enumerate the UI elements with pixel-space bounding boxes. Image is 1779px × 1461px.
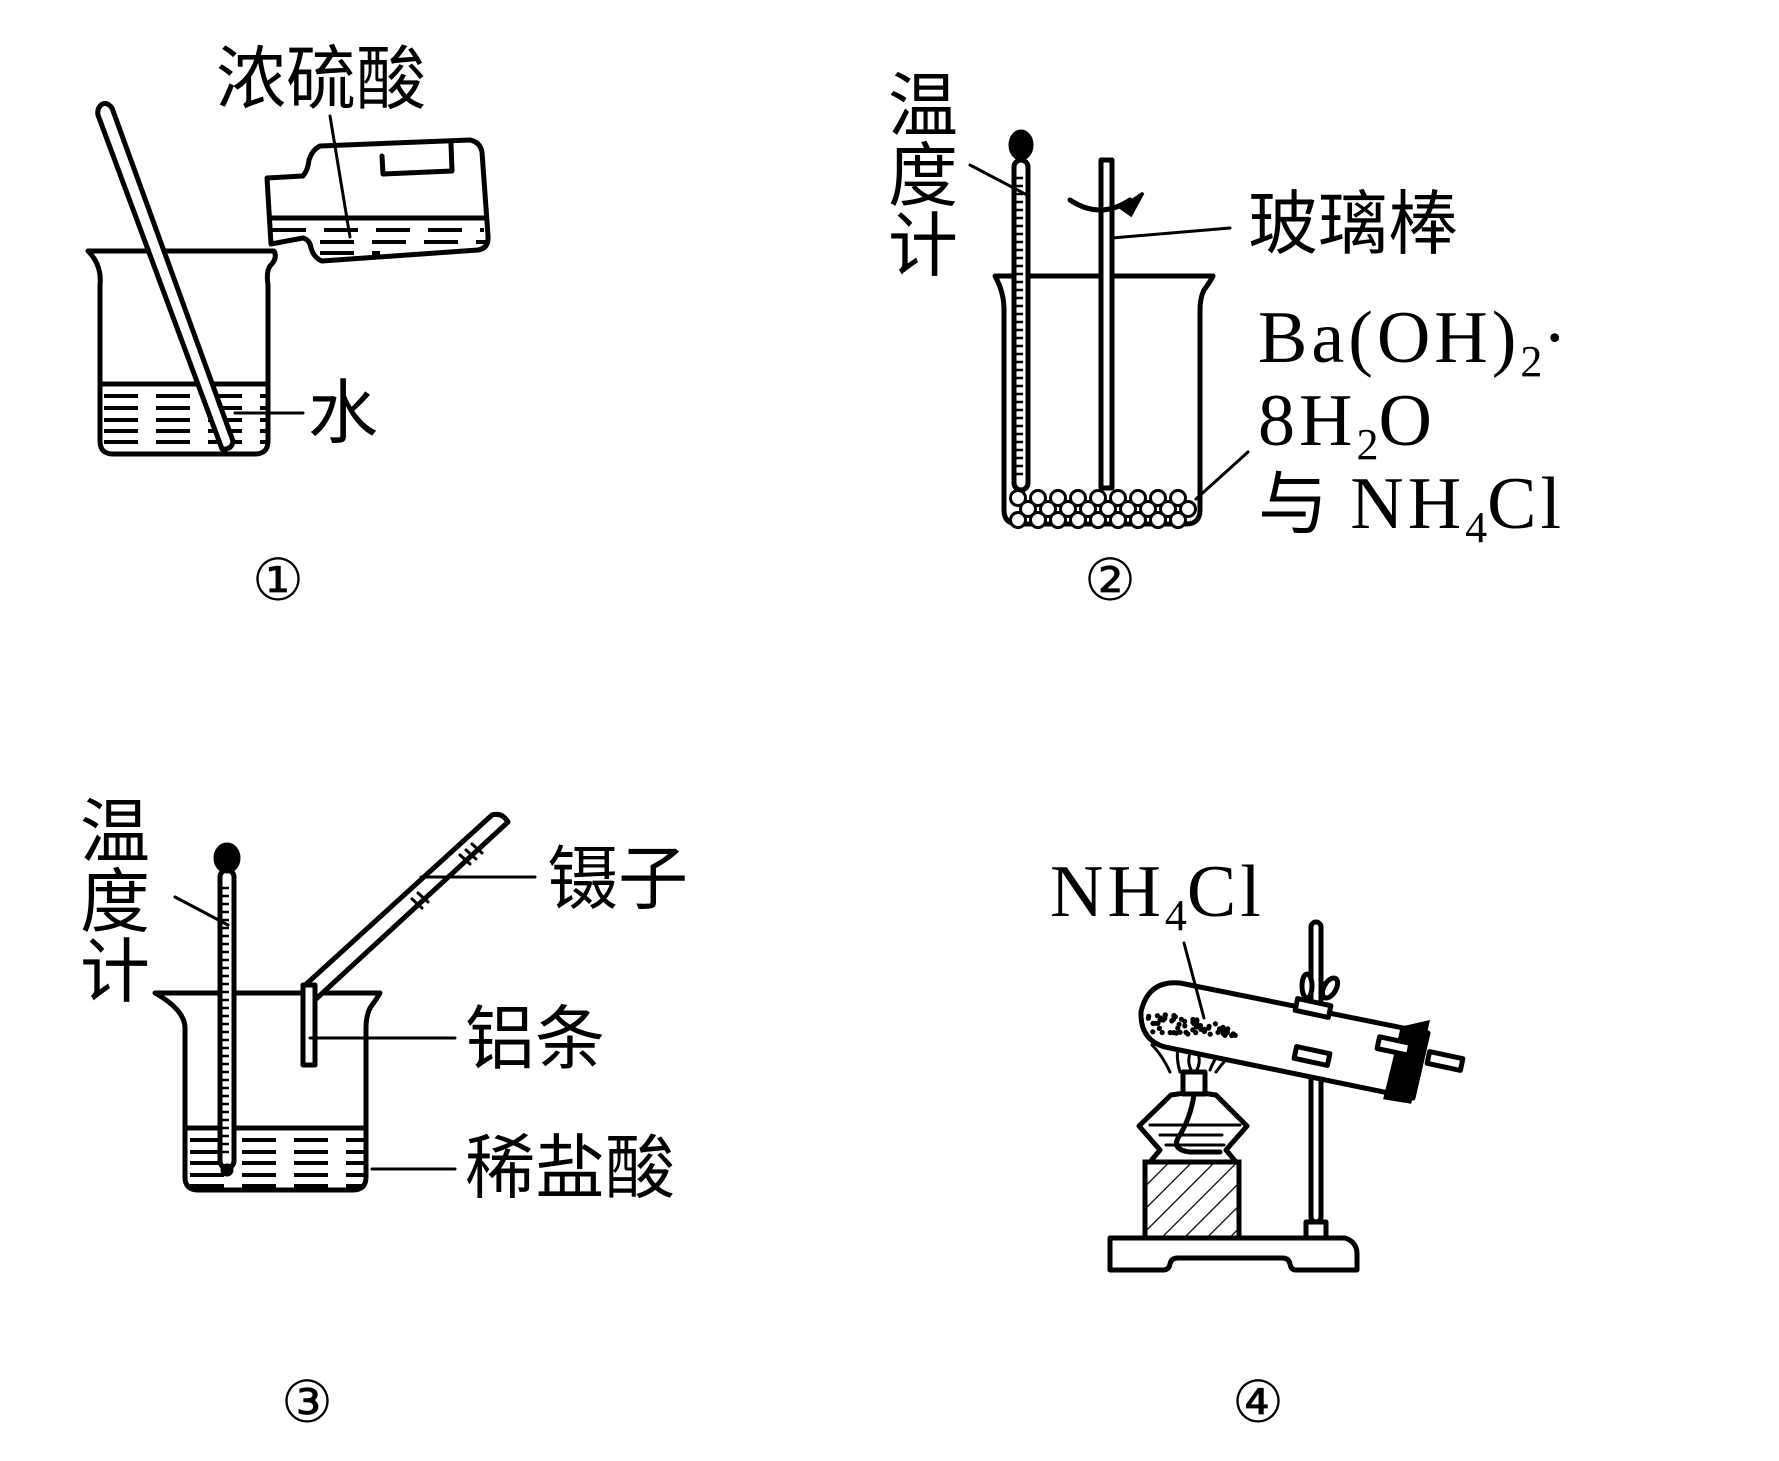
beaker-3 bbox=[155, 993, 380, 1190]
label-thermometer-2-char-3: 计 bbox=[888, 205, 958, 287]
panel-number-1: ① bbox=[252, 548, 304, 613]
thermometer-2 bbox=[1010, 131, 1032, 490]
powder-grain bbox=[1213, 1021, 1218, 1026]
water-dashes bbox=[104, 396, 266, 442]
beaker-1 bbox=[88, 251, 275, 454]
label-thermometer-3-char-3: 计 bbox=[80, 931, 150, 1013]
powder-grain bbox=[1221, 1027, 1226, 1032]
powder-grain bbox=[1146, 1016, 1151, 1021]
panel-number-3: ③ bbox=[281, 1370, 333, 1435]
powder-grain bbox=[1230, 1032, 1235, 1037]
panel-1: 浓硫酸 水 ① bbox=[88, 38, 488, 613]
label-dilute-hydrochloric-acid: 稀盐酸 bbox=[465, 1127, 675, 1209]
powder-grain bbox=[1163, 1012, 1168, 1017]
label-barium-hydroxide: Ba(OH)2· bbox=[1258, 297, 1571, 386]
bead bbox=[1151, 513, 1166, 528]
bead bbox=[1131, 513, 1146, 528]
panel-2: 温 度 计 玻璃棒 Ba(OH)2· 8H2O 与 NH4Cl ② bbox=[888, 65, 1571, 613]
powder-grain bbox=[1171, 1030, 1176, 1035]
powder-grain bbox=[1183, 1030, 1188, 1035]
label-water-of-crystallization: 8H2O bbox=[1258, 380, 1436, 469]
powder-grain bbox=[1208, 1032, 1213, 1037]
bead bbox=[1011, 513, 1026, 528]
powder-grain bbox=[1150, 1029, 1155, 1034]
bead bbox=[1031, 513, 1046, 528]
bead bbox=[1091, 513, 1106, 528]
powder-grain bbox=[1182, 1019, 1187, 1024]
powder-grain bbox=[1206, 1026, 1211, 1031]
powder-grain bbox=[1153, 1021, 1158, 1026]
wooden-block bbox=[1145, 1162, 1239, 1238]
powder-grain bbox=[1160, 1030, 1165, 1035]
bead bbox=[1171, 513, 1186, 528]
thermometer-3 bbox=[215, 844, 239, 1175]
bead bbox=[1051, 513, 1066, 528]
iron-stand-base bbox=[1110, 1238, 1357, 1270]
powder-grain bbox=[1215, 1030, 1220, 1035]
label-concentrated-sulfuric-acid: 浓硫酸 bbox=[216, 38, 426, 120]
label-water: 水 bbox=[308, 372, 378, 454]
bead bbox=[1071, 513, 1086, 528]
label-ammonium-chloride-2: 与 NH4Cl bbox=[1258, 463, 1565, 552]
hydrochloric-acid-dashes bbox=[190, 1140, 364, 1186]
powder-grain bbox=[1171, 1017, 1176, 1022]
label-tweezers: 镊子 bbox=[548, 838, 688, 920]
panel-number-2: ② bbox=[1084, 548, 1136, 613]
powder-grain bbox=[1161, 1017, 1166, 1022]
powder-grain bbox=[1225, 1026, 1230, 1031]
tweezers bbox=[303, 814, 508, 999]
label-glass-rod: 玻璃棒 bbox=[1248, 183, 1458, 265]
powder-grain bbox=[1193, 1030, 1198, 1035]
aluminum-strip bbox=[303, 985, 315, 1065]
powder-grain bbox=[1178, 1030, 1183, 1035]
label-ammonium-chloride-4: NH4Cl bbox=[1050, 851, 1265, 940]
powder-grain bbox=[1194, 1021, 1199, 1026]
label-aluminum-strip: 铝条 bbox=[465, 998, 605, 1080]
powder-grain bbox=[1182, 1023, 1187, 1028]
panel-3: 温 度 计 镊子 铝条 稀盐酸 ③ bbox=[80, 791, 688, 1435]
bead bbox=[1111, 513, 1126, 528]
panel-number-4: ④ bbox=[1232, 1370, 1284, 1435]
panel-4: NH4Cl ④ bbox=[1050, 851, 1463, 1435]
